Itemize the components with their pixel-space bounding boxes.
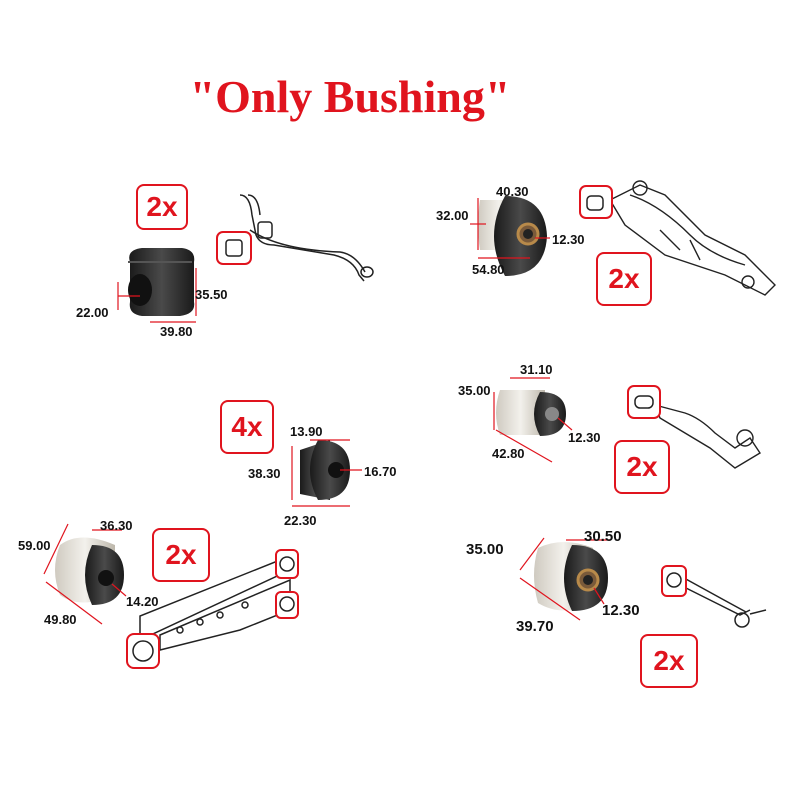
trailing-bushing xyxy=(478,196,547,276)
qty-badge-rear-link: 2x xyxy=(640,634,698,688)
dim-control-arm-inner: 14.20 xyxy=(126,594,159,609)
dim-trailing-length: 54.80 xyxy=(472,262,505,277)
dim-control-arm-diameter: 59.00 xyxy=(18,538,51,553)
dim-stabilizer-bore: 22.00 xyxy=(76,305,109,320)
dim-upper-right-length: 42.80 xyxy=(492,446,525,461)
qty-badge-trailing: 2x xyxy=(596,252,652,306)
dim-rear-link-top: 30.50 xyxy=(584,528,622,545)
dim-stabilizer-height: 35.50 xyxy=(195,287,228,302)
dim-trailing-inner: 12.30 xyxy=(552,232,585,247)
rear-link-bushing xyxy=(534,542,608,611)
stabilizer-bar-icon xyxy=(239,194,374,282)
dim-rear-link-length: 39.70 xyxy=(516,618,554,635)
bushing-icon xyxy=(126,549,299,669)
stabilizer-bushing xyxy=(128,248,195,316)
dim-lower-4x-inner: 16.70 xyxy=(364,464,397,479)
stabilizer-dimension-lines xyxy=(117,268,197,323)
dim-lower-4x-top: 13.90 xyxy=(290,424,323,439)
control-arm-icon xyxy=(653,403,761,469)
dim-control-arm-length: 49.80 xyxy=(44,612,77,627)
qty-badge-upper-right: 2x xyxy=(614,440,670,494)
dim-upper-right-top: 31.10 xyxy=(520,362,553,377)
dim-upper-right-diameter: 35.00 xyxy=(458,383,491,398)
lower-bushing-4x xyxy=(300,440,350,500)
dim-trailing-diameter: 32.00 xyxy=(436,208,469,223)
bushing-icon xyxy=(216,231,252,265)
bushing-icon xyxy=(627,385,661,419)
upper-right-bushing xyxy=(496,390,566,436)
dim-rear-link-diameter: 35.00 xyxy=(466,541,504,558)
dim-stabilizer-width: 39.80 xyxy=(160,324,193,339)
bushing-icon xyxy=(579,185,613,219)
rear-link-dimension-lines xyxy=(519,537,610,621)
dim-lower-4x-height: 38.30 xyxy=(248,466,281,481)
trailing-dimension-lines xyxy=(470,198,550,259)
rear-link-icon xyxy=(679,577,767,628)
control-arm-bushing xyxy=(55,537,124,605)
upper-right-dimension-lines xyxy=(493,377,573,463)
dim-rear-link-inner: 12.30 xyxy=(602,602,640,619)
bushing-icon xyxy=(661,565,687,597)
dim-trailing-top: 40.30 xyxy=(496,184,529,199)
control-arm-dimension-lines xyxy=(43,523,127,625)
page-title: "Only Bushing" xyxy=(189,71,511,122)
lower-4x-dimension-lines xyxy=(291,439,362,507)
qty-badge-control-arm: 2x xyxy=(152,528,210,582)
trailing-arm-icon xyxy=(609,180,776,296)
dim-upper-right-inner: 12.30 xyxy=(568,430,601,445)
qty-badge-stabilizer: 2x xyxy=(136,184,188,230)
dim-lower-4x-length: 22.30 xyxy=(284,513,317,528)
dim-control-arm-top: 36.30 xyxy=(100,518,133,533)
qty-badge-lower-4x: 4x xyxy=(220,400,274,454)
